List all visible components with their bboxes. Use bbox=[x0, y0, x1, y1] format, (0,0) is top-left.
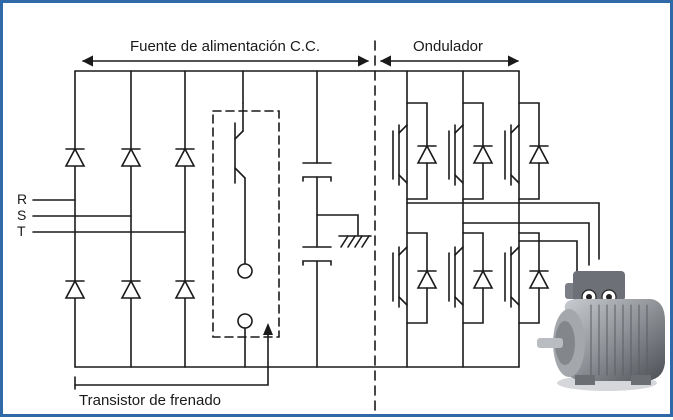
brake-resistor-terminal bbox=[237, 313, 253, 329]
brake-resistor-terminal bbox=[237, 263, 253, 279]
inverter-label: Ondulador bbox=[413, 38, 483, 55]
inverter-bridge bbox=[392, 70, 600, 368]
ground-connection bbox=[316, 214, 359, 236]
rectifier-diode bbox=[120, 279, 142, 299]
output-phase-v bbox=[462, 222, 590, 266]
rectifier-diode bbox=[174, 147, 196, 167]
rectifier-diode bbox=[120, 147, 142, 167]
phase-s-label: S bbox=[17, 207, 26, 223]
motor-illustration bbox=[537, 271, 665, 391]
dc-supply-label: Fuente de alimentación C.C. bbox=[130, 38, 320, 55]
inverter-igbt bbox=[448, 102, 494, 200]
phase-inputs: R S T bbox=[17, 191, 186, 239]
brake-transistor-label: Transistor de frenado bbox=[79, 392, 221, 409]
rectifier-diode bbox=[174, 279, 196, 299]
phase-r-label: R bbox=[17, 191, 27, 207]
dc-link-capacitors bbox=[302, 70, 372, 368]
rectifier-bridge bbox=[64, 70, 196, 368]
inverter-igbt bbox=[448, 232, 494, 324]
output-phase-w bbox=[518, 240, 578, 274]
inverter-igbt bbox=[504, 102, 550, 200]
inverter-igbt bbox=[392, 232, 438, 324]
rectifier-diode bbox=[64, 147, 86, 167]
brake-transistor-block bbox=[74, 70, 280, 390]
phase-t-label: T bbox=[17, 223, 26, 239]
brake-transistor-pointer bbox=[74, 327, 269, 386]
inverter-igbt bbox=[504, 232, 550, 324]
rectifier-diode bbox=[64, 279, 86, 299]
circuit-diagram: Fuente de alimentación C.C. Ondulador bbox=[17, 38, 665, 414]
output-phase-u bbox=[406, 202, 600, 260]
inverter-igbt bbox=[392, 102, 438, 200]
